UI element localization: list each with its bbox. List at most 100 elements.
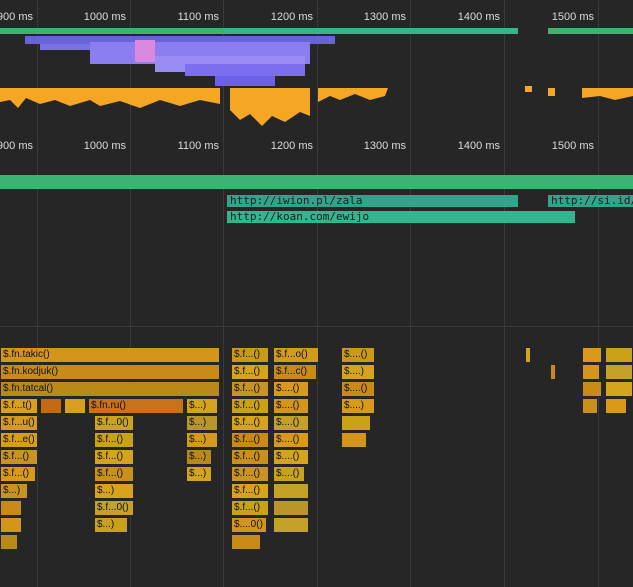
flame-frame[interactable]: $...) — [186, 398, 218, 414]
flame-frame[interactable]: $...) — [186, 466, 212, 482]
timeline-tick-label: 1400 ms — [457, 11, 500, 23]
flame-frame[interactable]: $....() — [273, 381, 309, 397]
flame-frame — [605, 398, 627, 414]
flame-frame[interactable]: $.f...0() — [94, 415, 134, 431]
flame-frame — [550, 364, 556, 380]
flame-frame — [605, 381, 633, 397]
flame-frame[interactable]: $.f...() — [0, 466, 36, 482]
flame-frame[interactable]: $.f...t() — [0, 398, 38, 414]
network-request-koan[interactable]: http://koan.com/ewijo — [227, 211, 575, 223]
flame-frame — [273, 483, 309, 499]
flame-frame[interactable]: $....() — [273, 466, 305, 482]
overview-panel[interactable]: 900 ms 1000 ms 1100 ms 1200 ms 1300 ms 1400 m… — [0, 0, 633, 130]
flame-frame[interactable]: $.f...() — [231, 500, 269, 516]
flame-frame — [273, 500, 309, 516]
flame-frame[interactable]: $....) — [341, 364, 375, 380]
network-request-iwion[interactable]: http://iwion.pl/zala — [227, 195, 518, 207]
flame-frame[interactable]: $.fn.takic() — [0, 347, 220, 363]
flame-frame[interactable]: $.f...c() — [273, 364, 317, 380]
flame-frame[interactable]: $....() — [341, 347, 375, 363]
flame-chart-panel[interactable]: 900 ms 1000 ms 1100 ms 1200 ms 1300 ms 1400 m… — [0, 130, 633, 587]
flame-frame[interactable]: $...) — [94, 517, 128, 533]
flame-frame — [0, 517, 22, 533]
flame-frame[interactable]: $.f...() — [231, 432, 269, 448]
timeline-gridline — [317, 0, 318, 130]
flame-frame — [0, 534, 18, 550]
flame-frame[interactable]: $...) — [0, 483, 28, 499]
timeline-tick-label: 1300 ms — [363, 11, 406, 23]
flame-frame[interactable]: $.fn.ru() — [88, 398, 184, 414]
flame-frame[interactable]: $....() — [273, 449, 309, 465]
flame-frame[interactable]: $....() — [273, 432, 309, 448]
flame-frame — [341, 432, 367, 448]
timeline-gridline — [598, 0, 599, 130]
flame-frame[interactable]: $.f...() — [231, 483, 269, 499]
overview-cpu-activity — [0, 86, 633, 126]
flame-frame[interactable]: $...) — [94, 483, 134, 499]
flame-frame — [582, 398, 598, 414]
flame-frame[interactable]: $.f...() — [231, 398, 269, 414]
flame-frame — [40, 398, 62, 414]
flame-frame — [582, 381, 602, 397]
timeline-gridline — [504, 130, 505, 587]
flame-frame — [582, 347, 602, 363]
timeline-gridline — [130, 0, 131, 130]
timeline-tick-label: 1000 ms — [83, 11, 126, 23]
flame-frame[interactable]: $...) — [186, 432, 218, 448]
flame-frame[interactable]: $.f...() — [231, 364, 269, 380]
flame-frame[interactable]: $...) — [186, 449, 212, 465]
flame-frame[interactable]: $.f...u() — [0, 415, 38, 431]
flame-frame[interactable]: $....() — [273, 415, 309, 431]
timeline-gridline — [37, 0, 38, 130]
main-thread-bar — [0, 175, 633, 189]
flame-frame — [582, 364, 600, 380]
timeline-gridline — [504, 0, 505, 130]
flame-frame[interactable]: $....() — [273, 398, 309, 414]
flame-frame[interactable]: $.f...0() — [94, 500, 134, 516]
flame-frame[interactable]: $.f...() — [231, 415, 269, 431]
overview-teal-bar — [225, 28, 518, 34]
flame-frame[interactable]: $.f...() — [231, 347, 269, 363]
flame-frame[interactable]: $.f...e() — [0, 432, 38, 448]
timeline-gridline — [410, 0, 411, 130]
flame-frame[interactable]: $.fn.tatcal() — [0, 381, 220, 397]
flame-frame — [341, 415, 371, 431]
timeline-tick-label: 1000 ms — [83, 140, 126, 152]
flame-frame[interactable]: $.f...() — [94, 466, 134, 482]
network-request-si[interactable]: http://si.id/hel — [548, 195, 633, 207]
flame-frame[interactable]: $.f...() — [231, 449, 269, 465]
flame-frame — [605, 347, 633, 363]
timeline-gridline — [223, 130, 224, 587]
flame-frame[interactable]: $.f...o() — [273, 347, 319, 363]
flame-frame — [231, 534, 261, 550]
flame-frame — [525, 347, 531, 363]
timeline-tick-label: 900 ms — [0, 140, 33, 152]
flame-frame[interactable]: $.fn.kodjuk() — [0, 364, 220, 380]
timeline-tick-label: 1200 ms — [270, 11, 313, 23]
timeline-tick-label: 1100 ms — [177, 140, 219, 152]
flame-frame — [64, 398, 86, 414]
overview-purple-blocks — [0, 36, 633, 86]
flame-separator — [0, 326, 633, 327]
flame-frame[interactable]: $.f...() — [0, 449, 38, 465]
flame-frame[interactable]: $.f...() — [231, 381, 269, 397]
timeline-gridline — [410, 130, 411, 587]
timeline-tick-label: 1100 ms — [177, 11, 219, 23]
timeline-tick-label: 900 ms — [0, 11, 33, 23]
flame-frame[interactable]: $.f...() — [94, 449, 134, 465]
flame-frame — [605, 364, 633, 380]
flame-frame[interactable]: $.f...() — [231, 466, 269, 482]
flame-frame — [0, 500, 22, 516]
timeline-tick-label: 1200 ms — [270, 140, 313, 152]
flame-stack: $.fn.takic() $.fn.kodjuk() $.fn.tatcal()… — [0, 347, 633, 587]
flame-frame[interactable]: $....) — [341, 398, 375, 414]
flame-frame[interactable]: $....0() — [231, 517, 267, 533]
timeline-tick-label: 1400 ms — [457, 140, 500, 152]
flame-frame[interactable]: $...) — [186, 415, 218, 431]
timeline-tick-label: 1500 ms — [551, 140, 594, 152]
timeline-tick-label: 1500 ms — [551, 11, 594, 23]
flame-frame[interactable]: $....() — [341, 381, 375, 397]
flame-frame[interactable]: $.f...() — [94, 432, 134, 448]
overview-gap — [518, 28, 548, 34]
timeline-tick-label: 1300 ms — [363, 140, 406, 152]
